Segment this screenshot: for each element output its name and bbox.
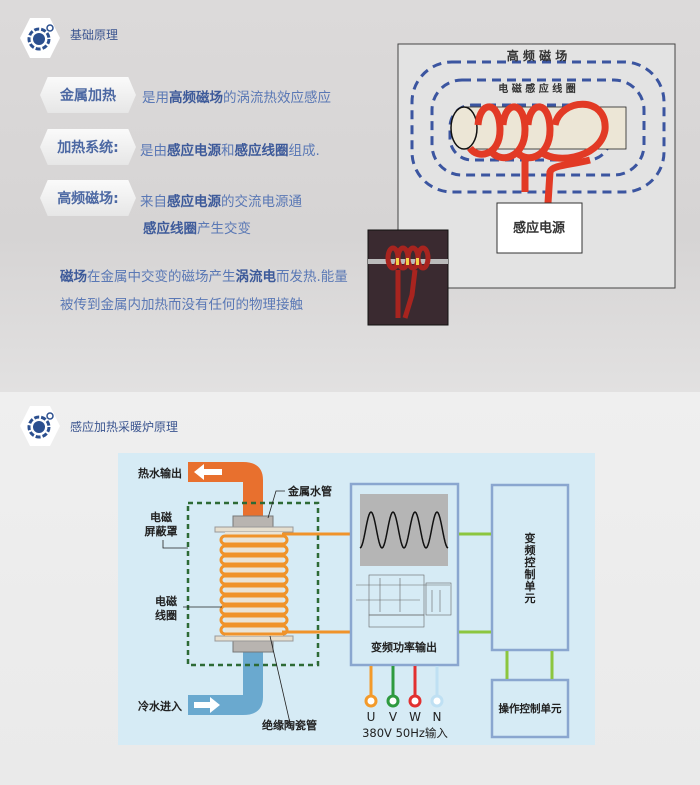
em-shield	[186, 501, 320, 667]
shield-label: 电磁	[150, 510, 172, 524]
section-title: 感应加热采暖炉原理	[70, 420, 179, 434]
coil-turn	[219, 564, 289, 576]
coil-turn	[219, 584, 289, 596]
basic-principle-section: 基础原理 金属加热 是用高频磁场的涡流热效应感应 加热系统: 是由感应电源和感应…	[0, 0, 700, 392]
terminal-label: N	[433, 710, 442, 724]
induction-coil	[467, 100, 609, 204]
coil-turn	[219, 544, 289, 556]
cold-water-pipe	[188, 650, 263, 715]
field-label: 高 频 磁 场	[507, 48, 568, 63]
section-title: 基础原理	[70, 28, 119, 42]
oscilloscope-screen	[360, 494, 448, 566]
power-source-label: 感应电源	[513, 220, 565, 236]
svg-text:控: 控	[525, 555, 536, 569]
pill-hf-field: 高频磁场:	[40, 180, 136, 216]
row-text-1: 是用高频磁场的涡流热效应感应	[142, 90, 331, 106]
link-lines	[459, 532, 554, 679]
coil-turn	[219, 604, 289, 616]
arrow-right-icon	[194, 697, 220, 713]
cold-water-in-label: 冷水进入	[138, 699, 182, 713]
coil-label: 电 磁 感 应 线 圈	[498, 82, 575, 95]
row-text-3: 来自感应电源的交流电源通	[140, 194, 302, 210]
coil-turn	[219, 624, 289, 636]
coil-label-2: 线圈	[155, 608, 177, 622]
svg-text:元: 元	[525, 592, 536, 605]
coil-turn	[219, 534, 289, 546]
hot-water-out-label: 热水输出	[138, 466, 182, 480]
terminal-label: W	[409, 710, 421, 724]
svg-text:变: 变	[525, 531, 536, 545]
row-text-3b: 感应线圈产生交变	[143, 221, 251, 237]
terminal-N	[430, 694, 444, 708]
ceramic-tube-label: 绝缘陶瓷管	[262, 718, 317, 732]
terminal-W	[408, 694, 422, 708]
terminal-label: V	[389, 710, 398, 724]
pill-metal-heating: 金属加热	[40, 77, 136, 113]
shield-label-2: 屏蔽罩	[145, 524, 178, 538]
coil-photo	[367, 229, 449, 326]
explanation-paragraph: 磁场在金属中交变的磁场产生涡流电而发热.能量被传到金属内加热而没有任何的物理接触	[60, 269, 348, 313]
terminal-U	[364, 694, 378, 708]
row-text-2: 是由感应电源和感应线圈组成.	[140, 143, 320, 159]
hot-water-pipe	[188, 462, 263, 520]
coil-turn	[219, 614, 289, 626]
svg-text:单: 单	[525, 579, 536, 593]
inverter-control-label: 变 频 控 制 单 元	[525, 531, 536, 605]
pill-heating-system: 加热系统:	[40, 129, 136, 165]
induction-coil-diagram: 高 频 磁 场 电 磁 感 应 线 圈 感应电源	[367, 43, 676, 326]
power-output-label: 变频功率输出	[371, 640, 437, 654]
terminal-V	[386, 694, 400, 708]
power-source-box	[496, 202, 583, 254]
coil-turn	[219, 574, 289, 586]
inverter-control-box	[490, 483, 570, 652]
coil-label: 电磁	[155, 594, 177, 608]
arrow-left-icon	[194, 464, 222, 480]
em-coil	[219, 534, 289, 636]
terminal-label: U	[367, 710, 376, 724]
svg-text:制: 制	[525, 567, 536, 581]
coil-turn	[219, 554, 289, 566]
operation-control-box	[490, 678, 570, 739]
metal-pipe-label: 金属水管	[287, 484, 332, 498]
svg-text:频: 频	[525, 543, 536, 557]
coil-turn	[219, 594, 289, 606]
input-label: 380V 50Hz输入	[362, 726, 448, 740]
circuit-schematic	[356, 574, 452, 628]
operation-control-label: 操作控制单元	[499, 702, 562, 715]
